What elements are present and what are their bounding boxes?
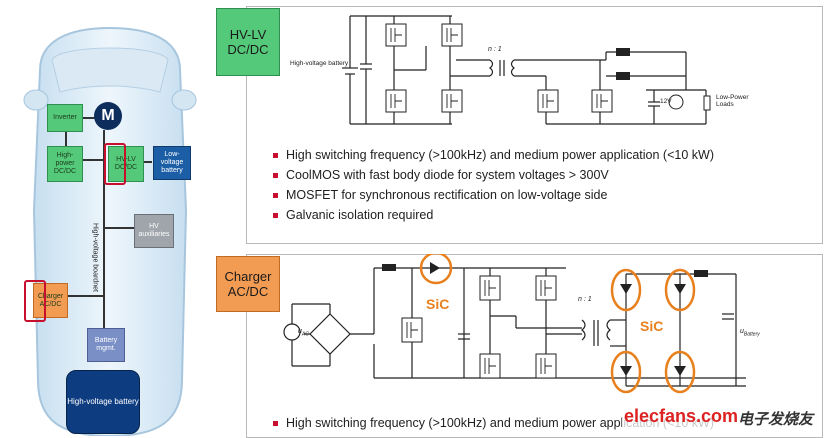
hvlv-bullets: High switching frequency (>100kHz) and m… [266, 146, 816, 236]
charger-tag: Charger AC/DC [216, 256, 280, 312]
bullet-item: CoolMOS with fast body diode for system … [273, 168, 609, 182]
hv-battery-label: High-voltage battery [290, 60, 349, 67]
hvlv-circuit [342, 15, 711, 125]
bullet-item: High switching frequency (>100kHz) and m… [273, 416, 714, 430]
loads-label: Low-Power Loads [716, 94, 749, 108]
motor-icon: M [94, 102, 122, 130]
charger-circuit [283, 254, 746, 394]
hvlv-tag: HV-LV DC/DC [216, 8, 280, 76]
bullet-item: MOSFET for synchronous rectification on … [272, 188, 608, 202]
charger-highlight [24, 280, 46, 322]
hv-battery-block: High-voltage battery [66, 370, 140, 434]
battery-mgmt-block: Battery mgmt. [87, 328, 125, 362]
sic-label-rectifier: SiC [640, 318, 664, 334]
hvlv-ratio: n : 1 [488, 46, 502, 53]
watermark: elecfans.com 电子发烧友 [622, 404, 822, 432]
hv-auxiliaries-block: HV auxiliaries [134, 214, 174, 248]
inverter-block: Inverter [47, 104, 83, 132]
charger-ratio: n : 1 [578, 296, 592, 303]
sic-label-pfc: SiC [426, 296, 450, 312]
uac-label: uAC [298, 328, 309, 338]
hv-lv-highlight [104, 143, 126, 185]
vehicle-architecture: Inverter M High-power DC/DC HV-LV DC/DC … [0, 0, 218, 436]
bullet-item: Galvanic isolation required [272, 208, 434, 222]
watermark-cn: 电子发烧友 [738, 411, 814, 428]
high-power-dcdc-block: High-power DC/DC [47, 146, 83, 182]
charger-block: Charger AC/DC [33, 283, 68, 318]
hvlv-panel [246, 6, 823, 244]
boardnet-label: High-voltage boardnet [91, 223, 99, 292]
charger-bullets: High switching frequency (>100kHz) and m… [266, 414, 816, 434]
low-voltage-battery-block: Low-voltage battery [153, 146, 191, 180]
ubattery-label: uBattery [740, 328, 760, 338]
v12-label: 12V [660, 98, 672, 105]
watermark-brand: elecfans.com [624, 406, 739, 426]
boardnet-label-box: High-voltage boardnet [92, 196, 104, 326]
bullet-item: High switching frequency (>100kHz) and m… [273, 148, 714, 162]
